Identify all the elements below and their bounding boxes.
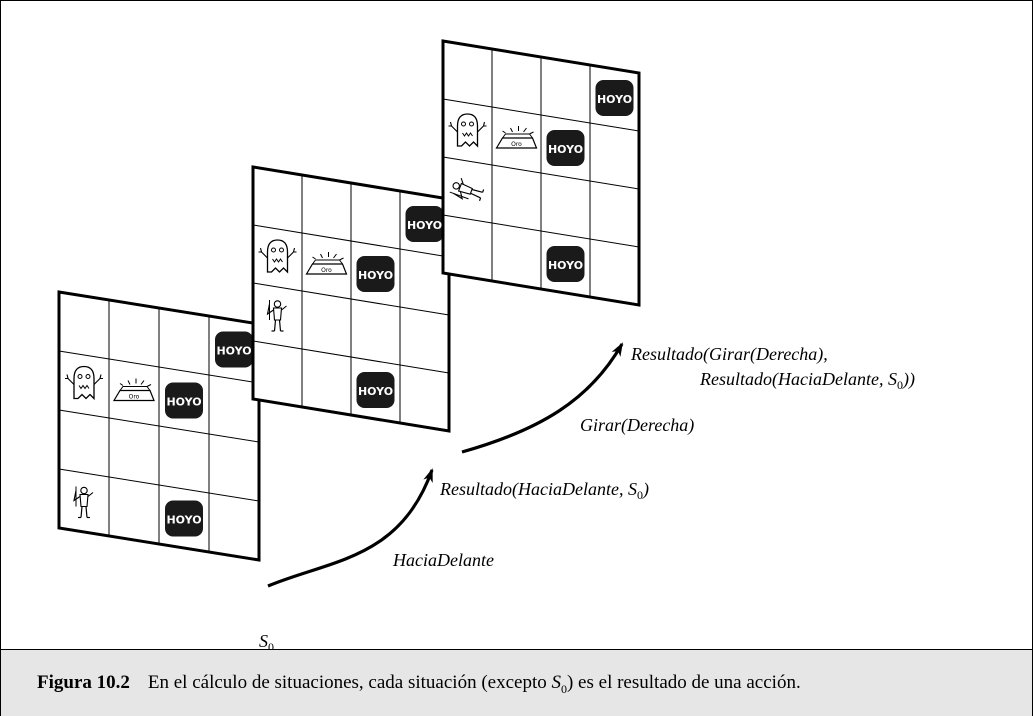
grid-line (252, 340, 450, 374)
pit-label: HOYO (166, 396, 201, 409)
gold-icon: Oro (113, 377, 155, 402)
caption-s0: S0 (551, 672, 567, 696)
pit-icon: HOYO (165, 500, 203, 537)
pit-label: HOYO (166, 514, 201, 527)
gold-label: Oro (321, 267, 332, 274)
label-action-turn: Girar(Derecha) (580, 415, 695, 435)
label-action-forward: HaciaDelante (393, 550, 494, 570)
caption-text-before: En el cálculo de situaciones, cada situa… (147, 672, 552, 693)
pit-icon: HOYO (215, 331, 253, 368)
label-result-turn-line1: Resultado(Girar(Derecha), (631, 344, 828, 364)
figure-caption: Figura 10.2 En el cálculo de situaciones,… (37, 672, 801, 697)
gold-icon: Oro (495, 125, 538, 149)
pit-icon: HOYO (546, 130, 585, 166)
pit-label: HOYO (407, 219, 442, 232)
label-result-forward: Resultado(HaciaDelante, S0) (440, 479, 649, 502)
pit-label: HOYO (358, 385, 393, 398)
caption-label: Figura 10.2 (37, 672, 130, 693)
caption-text-after: ) es el resultado de una acción. (566, 672, 801, 693)
pit-icon: HOYO (356, 256, 395, 292)
pit-icon: HOYO (165, 382, 203, 419)
gold-label: Oro (129, 394, 140, 401)
pit-label: HOYO (548, 259, 583, 272)
pit-icon: HOYO (546, 246, 585, 282)
board-initial: HOYO HOYO HOYO Oro (57, 290, 261, 562)
arrow-forward (267, 468, 434, 588)
grid-line (442, 214, 640, 248)
gold-icon: Oro (305, 251, 348, 275)
pit-label: HOYO (597, 93, 632, 106)
situation-diagram: HOYOHOYOHOYOOroHOYOHOYOHOYOOroHOYOHOYOHO… (57, 39, 641, 588)
pit-label: HOYO (548, 143, 583, 156)
board-after-forward: HOYO HOYO HOYO Oro (251, 165, 451, 433)
arrow-turn-right (461, 342, 624, 454)
pit-icon: HOYO (356, 372, 395, 408)
board-after-turn: HOYO HOYO HOYO Oro (441, 39, 641, 307)
pit-icon: HOYO (595, 80, 634, 116)
label-result-turn-line2: Resultado(HaciaDelante, S0)) (700, 369, 915, 392)
grid-line (58, 468, 260, 502)
gold-label: Oro (511, 141, 522, 148)
label-s0: S0 (259, 631, 274, 654)
pit-icon: HOYO (405, 206, 444, 242)
caption-bar: Figura 10.2 En el cálculo de situaciones,… (1, 649, 1032, 716)
pit-label: HOYO (358, 269, 393, 282)
pit-label: HOYO (216, 345, 251, 358)
